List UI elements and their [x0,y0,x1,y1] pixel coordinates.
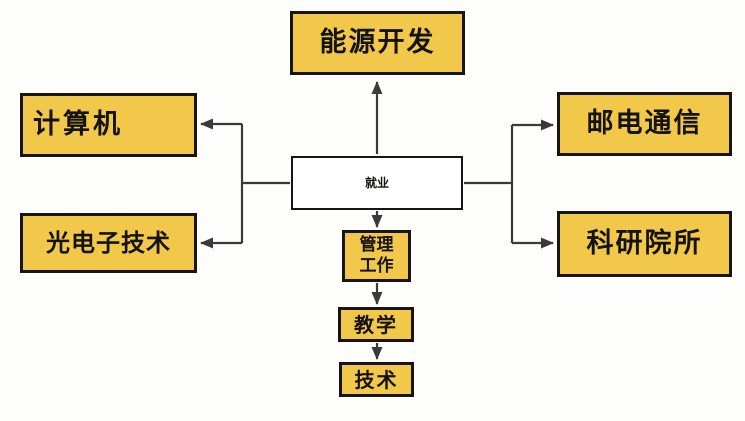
node-energy-development-label: 能源开发 [319,26,436,58]
node-management-work-label: 管理 工作 [359,234,394,276]
node-employment-center: 就业 [291,156,463,210]
node-computer-label: 计算机 [33,108,123,140]
node-management-work: 管理 工作 [342,230,411,282]
node-teaching-label: 教学 [354,312,398,337]
node-telecom-label: 邮电通信 [586,107,703,139]
node-optoelectronics: 光电子技术 [20,213,197,273]
node-teaching: 教学 [338,307,414,342]
node-energy-development: 能源开发 [290,11,465,75]
node-optoelectronics-label: 光电子技术 [46,228,171,257]
node-research-institutes: 科研院所 [557,211,732,277]
node-computer: 计算机 [20,93,197,157]
node-technology: 技术 [339,362,414,397]
node-employment-label: 就业 [364,175,389,190]
node-research-institutes-label: 科研院所 [586,227,703,259]
node-technology-label: 技术 [354,367,399,392]
node-telecom: 邮电通信 [557,92,732,156]
